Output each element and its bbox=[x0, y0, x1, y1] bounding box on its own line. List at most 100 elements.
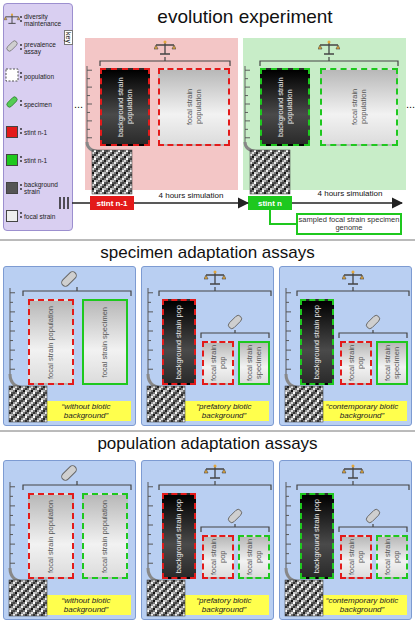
legend-panel: diversity maintenance prevalence assay pop… bbox=[3, 3, 73, 231]
bracket bbox=[100, 57, 230, 66]
legend-text: prevalence assay bbox=[24, 41, 64, 55]
strain-bar: background strain pop bbox=[162, 493, 196, 579]
legend-colons bbox=[20, 16, 22, 218]
section-title: evolution experiment bbox=[85, 6, 405, 28]
tube bbox=[245, 142, 262, 152]
bar-label: background strain pop bbox=[313, 305, 322, 379]
legend-text: specimen bbox=[24, 101, 64, 108]
legend-text: stint n-1 bbox=[24, 129, 64, 136]
legend-swatch bbox=[6, 126, 18, 138]
sample-box: sampled focal strain specimen genome bbox=[296, 213, 402, 235]
legend-row: stint n-1 bbox=[4, 124, 74, 140]
strain-bar: background strain pop bbox=[162, 299, 196, 385]
section-title: population adaptation assays bbox=[0, 434, 415, 454]
bar-label: focal strain population bbox=[101, 500, 110, 573]
legend-text: stint n-1 bbox=[24, 157, 64, 164]
strain-bar: focal strain pop bbox=[238, 535, 270, 579]
arrow-next bbox=[292, 202, 402, 204]
legend-row: specimen bbox=[4, 96, 74, 112]
divider bbox=[0, 240, 415, 241]
bar-label: focal strain pop bbox=[348, 344, 365, 382]
divider bbox=[0, 431, 415, 432]
legend-row: population bbox=[4, 68, 74, 84]
population-icon bbox=[6, 69, 18, 81]
legend-swatch bbox=[6, 182, 18, 194]
background-label: “without biotic background” bbox=[41, 401, 131, 421]
pill-icon bbox=[6, 40, 18, 52]
strain-bar: focal strain specimen bbox=[82, 299, 128, 385]
bar-label: focal strain pop bbox=[210, 344, 227, 382]
scale-icon bbox=[4, 14, 20, 24]
stint-box: stint n bbox=[248, 196, 292, 210]
bar-label: focal strain specimen bbox=[384, 344, 401, 382]
arrow-label: 4 hours simulation bbox=[296, 189, 404, 198]
strain-bar: focal strain specimen bbox=[376, 341, 408, 385]
background-label: “contemporary biotic background” bbox=[317, 595, 407, 615]
bar-label: focal strain specimen bbox=[246, 344, 263, 382]
legend-row: background strain bbox=[4, 180, 74, 196]
ruler bbox=[245, 66, 250, 142]
bar-label: background strain pop bbox=[175, 499, 184, 573]
stint-label: stint n-1 bbox=[96, 199, 127, 208]
assay-panel: “prefatory biotic background” background … bbox=[141, 266, 274, 426]
strain-bar: focal strain population bbox=[82, 493, 128, 579]
background-label: “contemporary biotic background” bbox=[317, 401, 407, 421]
arrow-tail bbox=[60, 197, 90, 209]
legend-row: focal strain bbox=[4, 208, 74, 224]
specimen-icon bbox=[6, 96, 18, 108]
legend-text: population bbox=[24, 73, 64, 80]
strain-bar: focal strain population bbox=[320, 68, 398, 146]
assay-panel: “contemporary biotic background” backgrou… bbox=[279, 266, 412, 426]
ellipsis: ... bbox=[74, 98, 84, 110]
legend-text: background strain bbox=[24, 181, 64, 195]
background-label: “without biotic background” bbox=[41, 595, 131, 615]
strain-bar: focal strain pop bbox=[340, 535, 372, 579]
strain-bar: focal strain specimen bbox=[238, 341, 270, 385]
bar-label: focal strain population bbox=[351, 71, 368, 143]
bar-label: focal strain pop bbox=[384, 538, 401, 576]
assay-panel: “prefatory biotic background”background … bbox=[141, 460, 274, 620]
scale-icon bbox=[154, 41, 176, 55]
bar-label: background strain population bbox=[117, 71, 134, 143]
edge-label: 4 hours simulation bbox=[159, 191, 224, 200]
assay-panel: “without biotic background” focal strain … bbox=[3, 460, 136, 620]
noise-image bbox=[92, 150, 132, 194]
sample-link bbox=[270, 210, 296, 224]
legend-swatch bbox=[6, 210, 18, 222]
strain-bar: focal strain population bbox=[158, 68, 230, 146]
noise-image bbox=[250, 150, 290, 194]
bar-label: focal strain pop bbox=[348, 538, 365, 576]
strain-bar: background strain population bbox=[100, 68, 150, 146]
legend-text: diversity maintenance bbox=[24, 13, 64, 27]
bar-label: focal strain pop bbox=[246, 538, 263, 576]
tube bbox=[87, 142, 104, 152]
stint-label: stint n bbox=[258, 199, 282, 208]
strain-bar: focal strain pop bbox=[202, 341, 234, 385]
bar-label: focal strain specimen bbox=[101, 307, 110, 377]
legend-text: focal strain bbox=[24, 213, 64, 220]
section-title: specimen adaptation assays bbox=[0, 243, 415, 263]
legend-icons bbox=[4, 14, 20, 109]
connector-arrow bbox=[134, 202, 248, 204]
bracket bbox=[260, 57, 398, 66]
bar-label: focal strain population bbox=[186, 71, 203, 143]
strain-bar: focal strain pop bbox=[376, 535, 408, 579]
legend-swatch bbox=[6, 154, 18, 166]
bar-label: focal strain population bbox=[47, 500, 56, 573]
bar-label: background strain pop bbox=[175, 305, 184, 379]
legend-row: stint n-1 bbox=[4, 152, 74, 168]
bar-label: focal strain pop bbox=[210, 538, 227, 576]
legend-row: diversity maintenance bbox=[4, 12, 74, 28]
strain-bar: background strain pop bbox=[300, 493, 334, 579]
stint-box: stint n-1 bbox=[90, 196, 134, 210]
assay-panel: “contemporary biotic background” backgrou… bbox=[279, 460, 412, 620]
assay-panel: “without biotic background” focal strain … bbox=[3, 266, 136, 426]
bar-label: background strain pop bbox=[313, 499, 322, 573]
background-label: “prefatory biotic background” bbox=[179, 401, 269, 421]
strain-bar: focal strain population bbox=[28, 299, 74, 385]
key-label: key bbox=[64, 30, 73, 45]
strain-bar: focal strain pop bbox=[340, 341, 372, 385]
strain-bar: focal strain pop bbox=[202, 535, 234, 579]
stint-red-panel bbox=[85, 38, 238, 190]
